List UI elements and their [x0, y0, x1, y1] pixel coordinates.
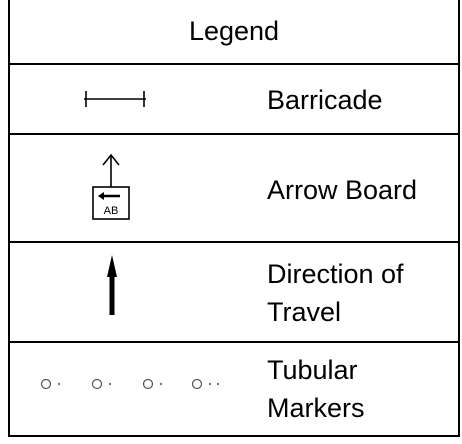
legend-label-direction-of-travel: Direction of Travel	[267, 259, 404, 327]
legend-title: Legend	[188, 16, 280, 46]
legend-label-tubular-markers: Tubular Markers	[267, 355, 365, 423]
arrow-board-icon: AB	[92, 153, 130, 220]
legend-row-tubular-markers: Tubular Markers	[10, 341, 458, 437]
legend-table: Legend Barricade AB Arrow Board	[8, 0, 460, 437]
legend-title-row: Legend	[10, 0, 458, 63]
arrow-board-text: AB	[104, 205, 119, 217]
legend-label-barricade: Barricade	[267, 85, 383, 115]
direction-arrow-icon	[107, 255, 117, 315]
tubular-markers-icon	[40, 378, 220, 390]
legend-row-direction-of-travel: Direction of Travel	[10, 241, 458, 341]
legend-label-arrow-board: Arrow Board	[267, 175, 418, 205]
legend-row-barricade: Barricade	[10, 63, 458, 133]
legend-row-arrow-board: AB Arrow Board	[10, 133, 458, 241]
barricade-icon	[84, 91, 146, 107]
